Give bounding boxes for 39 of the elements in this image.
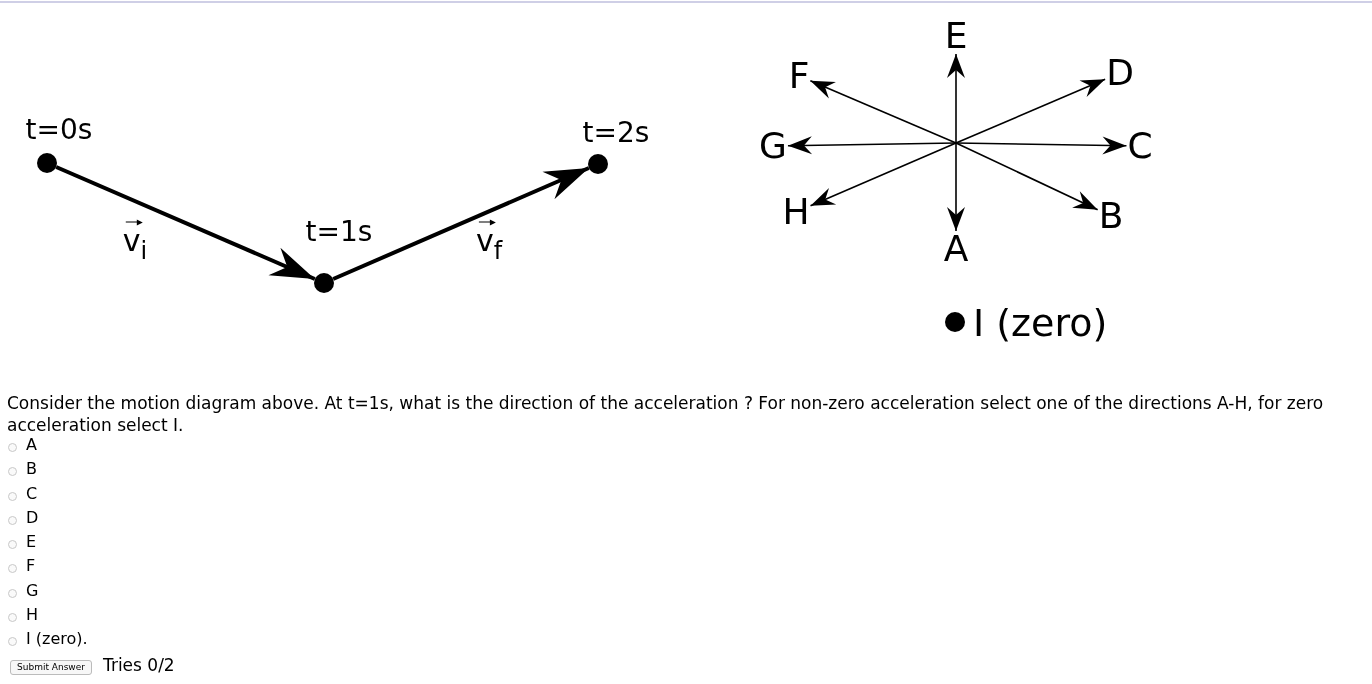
direction-label: D bbox=[1105, 55, 1135, 91]
arrow bbox=[947, 53, 965, 144]
arrow bbox=[955, 136, 1128, 155]
dot-marker bbox=[37, 153, 57, 173]
vector-label: v$_{f}$ bbox=[475, 219, 503, 263]
arrow bbox=[947, 142, 965, 232]
dot-marker bbox=[588, 154, 608, 174]
option-label: B bbox=[26, 461, 37, 478]
question-text: Consider the motion diagram above. At t=1s, what is the direction of the acceleration ? For non-zero acceleration select one of the directions A-H, for zero acceleration select I. bbox=[7, 392, 1325, 436]
direction-label: E bbox=[943, 18, 969, 54]
time-label: t=2s bbox=[582, 119, 650, 147]
arrow bbox=[332, 166, 590, 281]
direction-label: F bbox=[787, 58, 811, 94]
submit-button: Submit Answer bbox=[10, 660, 92, 675]
option-label: C bbox=[26, 485, 38, 502]
option-label: F bbox=[26, 558, 36, 575]
option-label: E bbox=[26, 534, 37, 550]
option-label: A bbox=[26, 437, 37, 453]
arrow bbox=[955, 78, 1106, 144]
direction-label: C bbox=[1126, 128, 1154, 164]
direction-label: H bbox=[781, 194, 811, 230]
arrow bbox=[809, 142, 957, 207]
dot-marker bbox=[314, 273, 334, 293]
arrow bbox=[787, 136, 957, 155]
option-label: G bbox=[26, 582, 39, 599]
time-label: t=0s bbox=[25, 116, 93, 144]
arrow bbox=[55, 165, 316, 281]
option-label: D bbox=[26, 509, 39, 526]
arrow bbox=[809, 80, 957, 144]
arrow bbox=[955, 142, 1099, 211]
direction-label: B bbox=[1097, 198, 1125, 234]
time-label: t=1s bbox=[305, 218, 373, 246]
zero-option-label: I (zero) bbox=[973, 304, 1108, 342]
option-label: H bbox=[26, 606, 39, 623]
direction-label: G bbox=[758, 128, 788, 164]
tries-counter: Tries 0/2 bbox=[103, 657, 175, 674]
direction-label: A bbox=[942, 231, 970, 267]
vector-label: v$_{i}$ bbox=[122, 219, 148, 263]
option-label: I (zero). bbox=[26, 631, 88, 647]
